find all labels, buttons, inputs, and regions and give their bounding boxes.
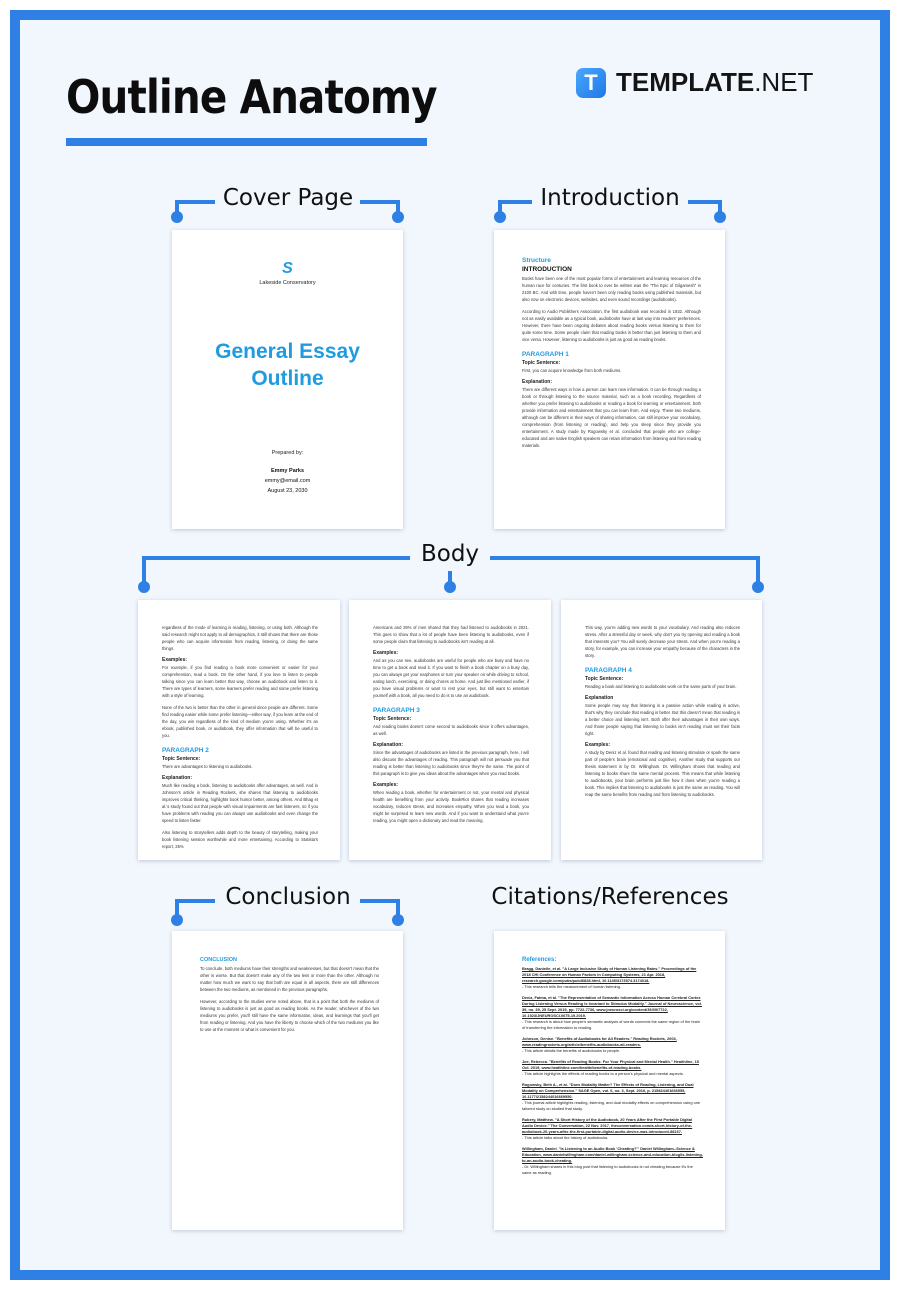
- body-page-2-thumbnail[interactable]: Americans and 29% of men shared that the…: [349, 600, 551, 860]
- doc-paragraph: Reading a book and listening to audioboo…: [585, 684, 737, 689]
- doc-paragraph: This way, you're adding new words to you…: [585, 625, 740, 658]
- doc-heading: PARAGRAPH 2: [162, 747, 209, 754]
- cover-page-thumbnail[interactable]: S Lakeside Conservatory General Essay Ou…: [172, 230, 403, 529]
- cover-author-info: Emmy Parks emmy@email.com August 23, 203…: [264, 468, 311, 494]
- lakeside-logo-icon: S: [282, 260, 293, 277]
- label-conclusion: Conclusion: [225, 884, 351, 910]
- cover-org-name: Lakeside Conservatory: [259, 280, 316, 286]
- doc-paragraph: A study by Deniz et al. found that readi…: [585, 750, 740, 797]
- label-cover-page: Cover Page: [222, 185, 354, 211]
- doc-label: Topic Sentence:: [373, 716, 412, 722]
- label-introduction: Introduction: [540, 185, 680, 211]
- connector-dot: [714, 211, 726, 223]
- doc-label: Examples:: [585, 742, 611, 748]
- doc-label: Explanation:: [522, 379, 553, 385]
- doc-paragraph: There are advantages to listening to aud…: [162, 764, 253, 769]
- doc-heading: PARAGRAPH 1: [522, 351, 569, 358]
- doc-paragraph: Some people may say that listening is a …: [585, 703, 740, 736]
- doc-subheading: INTRODUCTION: [522, 266, 572, 273]
- doc-paragraph: Books have been one of the most popular …: [522, 276, 701, 302]
- doc-label: Examples:: [162, 657, 188, 663]
- doc-label: Explanation:: [373, 742, 404, 748]
- body-page-1-thumbnail[interactable]: regardless of the mode of learning is re…: [138, 600, 340, 860]
- reference-item: Rubery, Matthew. "A Short History of the…: [522, 1117, 693, 1140]
- connector-dot: [138, 581, 150, 593]
- doc-label: Examples:: [373, 650, 399, 656]
- title-underline: [66, 138, 427, 146]
- doc-label: Topic Sentence:: [162, 756, 201, 762]
- doc-heading: CONCLUSION: [200, 957, 237, 963]
- doc-label: Explanation:: [162, 775, 193, 781]
- introduction-page-thumbnail[interactable]: Structure INTRODUCTION Books have been o…: [494, 230, 725, 529]
- doc-paragraph: For example, if you find reading a book …: [162, 665, 318, 698]
- cover-prepared-by: Prepared by:: [271, 450, 304, 456]
- label-body: Body: [420, 541, 480, 567]
- page-title: Outline Anatomy: [66, 70, 438, 124]
- connector-dot: [392, 211, 404, 223]
- cover-title: General Essay Outline: [215, 340, 360, 390]
- doc-paragraph: And as you can see, audiobooks are usefu…: [373, 658, 529, 698]
- doc-label: Explanation: [585, 695, 614, 701]
- connector-dot: [444, 581, 456, 593]
- connector-dot: [171, 914, 183, 926]
- doc-paragraph: Much like reading a book, listening to a…: [162, 783, 318, 823]
- doc-label: Topic Sentence:: [585, 676, 624, 682]
- doc-label: Topic Sentence:: [522, 360, 561, 366]
- brand-logo[interactable]: T TEMPLATE.NET: [576, 67, 813, 98]
- doc-paragraph: regardless of the mode of learning is re…: [162, 625, 318, 651]
- doc-paragraph: Americans and 29% of men shared that the…: [373, 625, 529, 644]
- reference-item: Joe, Rebecca. "Benefits of Reading Books…: [522, 1059, 699, 1076]
- doc-paragraph: None of the two is better than the other…: [162, 705, 318, 738]
- doc-paragraph: First, you can acquire knowledge from bo…: [522, 368, 622, 373]
- connector-dot: [752, 581, 764, 593]
- label-citations-references: Citations/References: [491, 884, 729, 910]
- doc-paragraph: When reading a book, whether for enterta…: [373, 790, 529, 823]
- doc-heading: PARAGRAPH 3: [373, 707, 420, 714]
- connector-dot: [494, 211, 506, 223]
- brand-name: TEMPLATE.NET: [616, 67, 814, 97]
- doc-paragraph: To conclude, both mediums have their str…: [200, 966, 379, 992]
- conclusion-page-thumbnail[interactable]: CONCLUSION To conclude, both mediums hav…: [172, 931, 403, 1230]
- reference-item: Deniz, Fatma, et al. "The Representation…: [522, 995, 702, 1030]
- doc-paragraph: However, according to the studies we've …: [200, 999, 379, 1032]
- reference-item: Bragg, Danielle, et al. "A Large Inclusi…: [522, 966, 697, 989]
- doc-paragraph: And reading books doesn't come second to…: [373, 724, 529, 736]
- doc-paragraph: There are different ways in how a person…: [522, 387, 701, 448]
- doc-paragraph: Also listening to storytellers adds dept…: [162, 830, 318, 849]
- reference-item: Johnson, Denise. "Benefits of Audiobooks…: [522, 1036, 677, 1053]
- reference-item: Rogowsky, Beth A., et al. "Does Modality…: [522, 1082, 701, 1111]
- doc-heading: Structure: [522, 257, 551, 264]
- connector-dot: [392, 914, 404, 926]
- doc-paragraph: Since the advantages of audiobooks are l…: [373, 750, 529, 776]
- connector-dot: [171, 211, 183, 223]
- references-page-thumbnail[interactable]: References: Bragg, Danielle, et al. "A L…: [494, 931, 725, 1230]
- template-logo-icon: T: [576, 67, 606, 98]
- doc-paragraph: According to Audio Publishers Associatio…: [522, 309, 701, 342]
- doc-heading: PARAGRAPH 4: [585, 667, 632, 674]
- doc-heading: References:: [522, 957, 557, 963]
- body-page-3-thumbnail[interactable]: This way, you're adding new words to you…: [561, 600, 762, 860]
- reference-item: Willingham, Daniel. "Is Listening to an …: [522, 1146, 704, 1175]
- doc-label: Examples:: [373, 782, 399, 788]
